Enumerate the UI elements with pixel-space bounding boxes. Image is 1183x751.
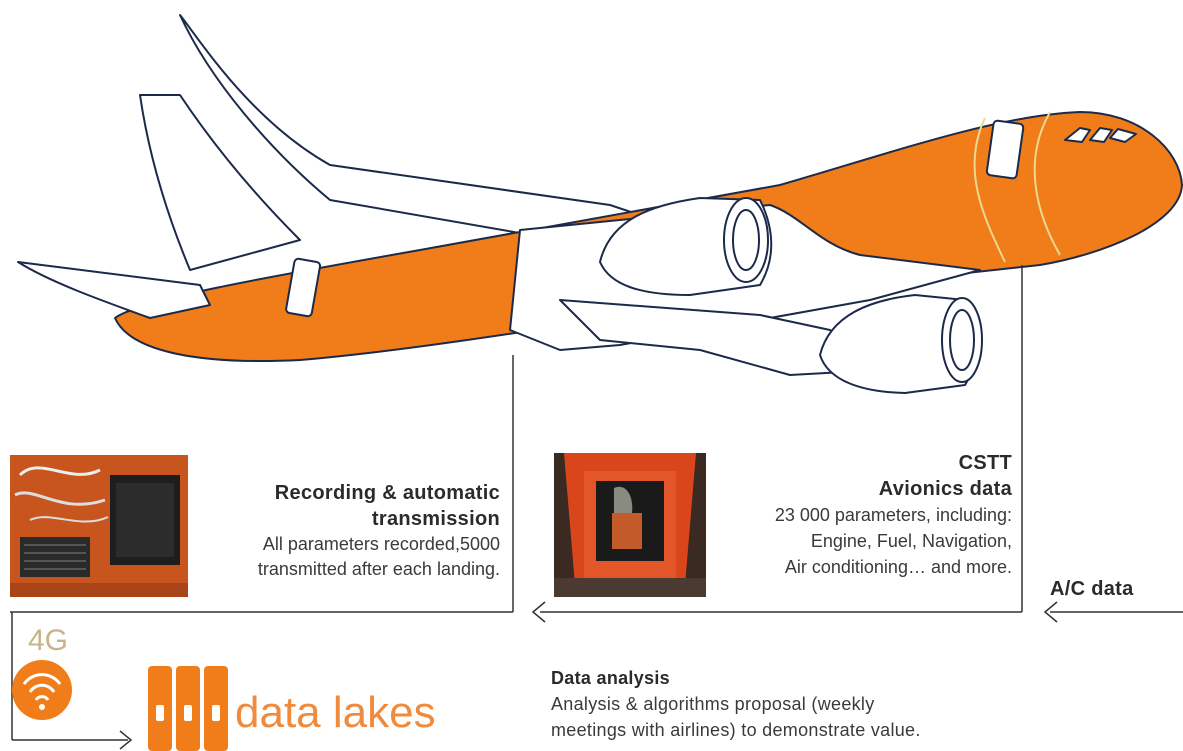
cstt-body-line3: Air conditioning… and more. <box>700 554 1012 580</box>
network-label: 4G <box>28 624 68 658</box>
cstt-body-line2: Engine, Fuel, Navigation, <box>700 528 1012 554</box>
storage-label: data lakes <box>235 688 436 738</box>
server-racks-icon <box>148 666 228 751</box>
recording-block: Recording & automatic transmission All p… <box>190 480 500 582</box>
wifi-icon <box>12 660 72 720</box>
analysis-body-line1: Analysis & algorithms proposal (weekly <box>551 691 1071 717</box>
recording-body-line2: transmitted after each landing. <box>190 557 500 582</box>
analysis-title: Data analysis <box>551 665 1071 691</box>
cstt-unit-photo <box>554 453 706 597</box>
recording-body-line1: All parameters recorded,5000 <box>190 532 500 557</box>
analysis-body-line2: meetings with airlines) to demonstrate v… <box>551 717 1071 743</box>
analysis-block: Data analysis Analysis & algorithms prop… <box>551 665 1071 743</box>
cstt-title: CSTT <box>700 450 1012 476</box>
cstt-subtitle: Avionics data <box>700 476 1012 502</box>
recording-title-line2: transmission <box>190 506 500 532</box>
cstt-block: CSTT Avionics data 23 000 parameters, in… <box>700 450 1012 580</box>
airplane-illustration <box>18 15 1182 393</box>
cstt-body-line1: 23 000 parameters, including: <box>700 502 1012 528</box>
recorder-hardware-photo <box>10 455 188 597</box>
recording-title-line1: Recording & automatic <box>190 480 500 506</box>
ac-data-label: A/C data <box>1050 578 1134 601</box>
